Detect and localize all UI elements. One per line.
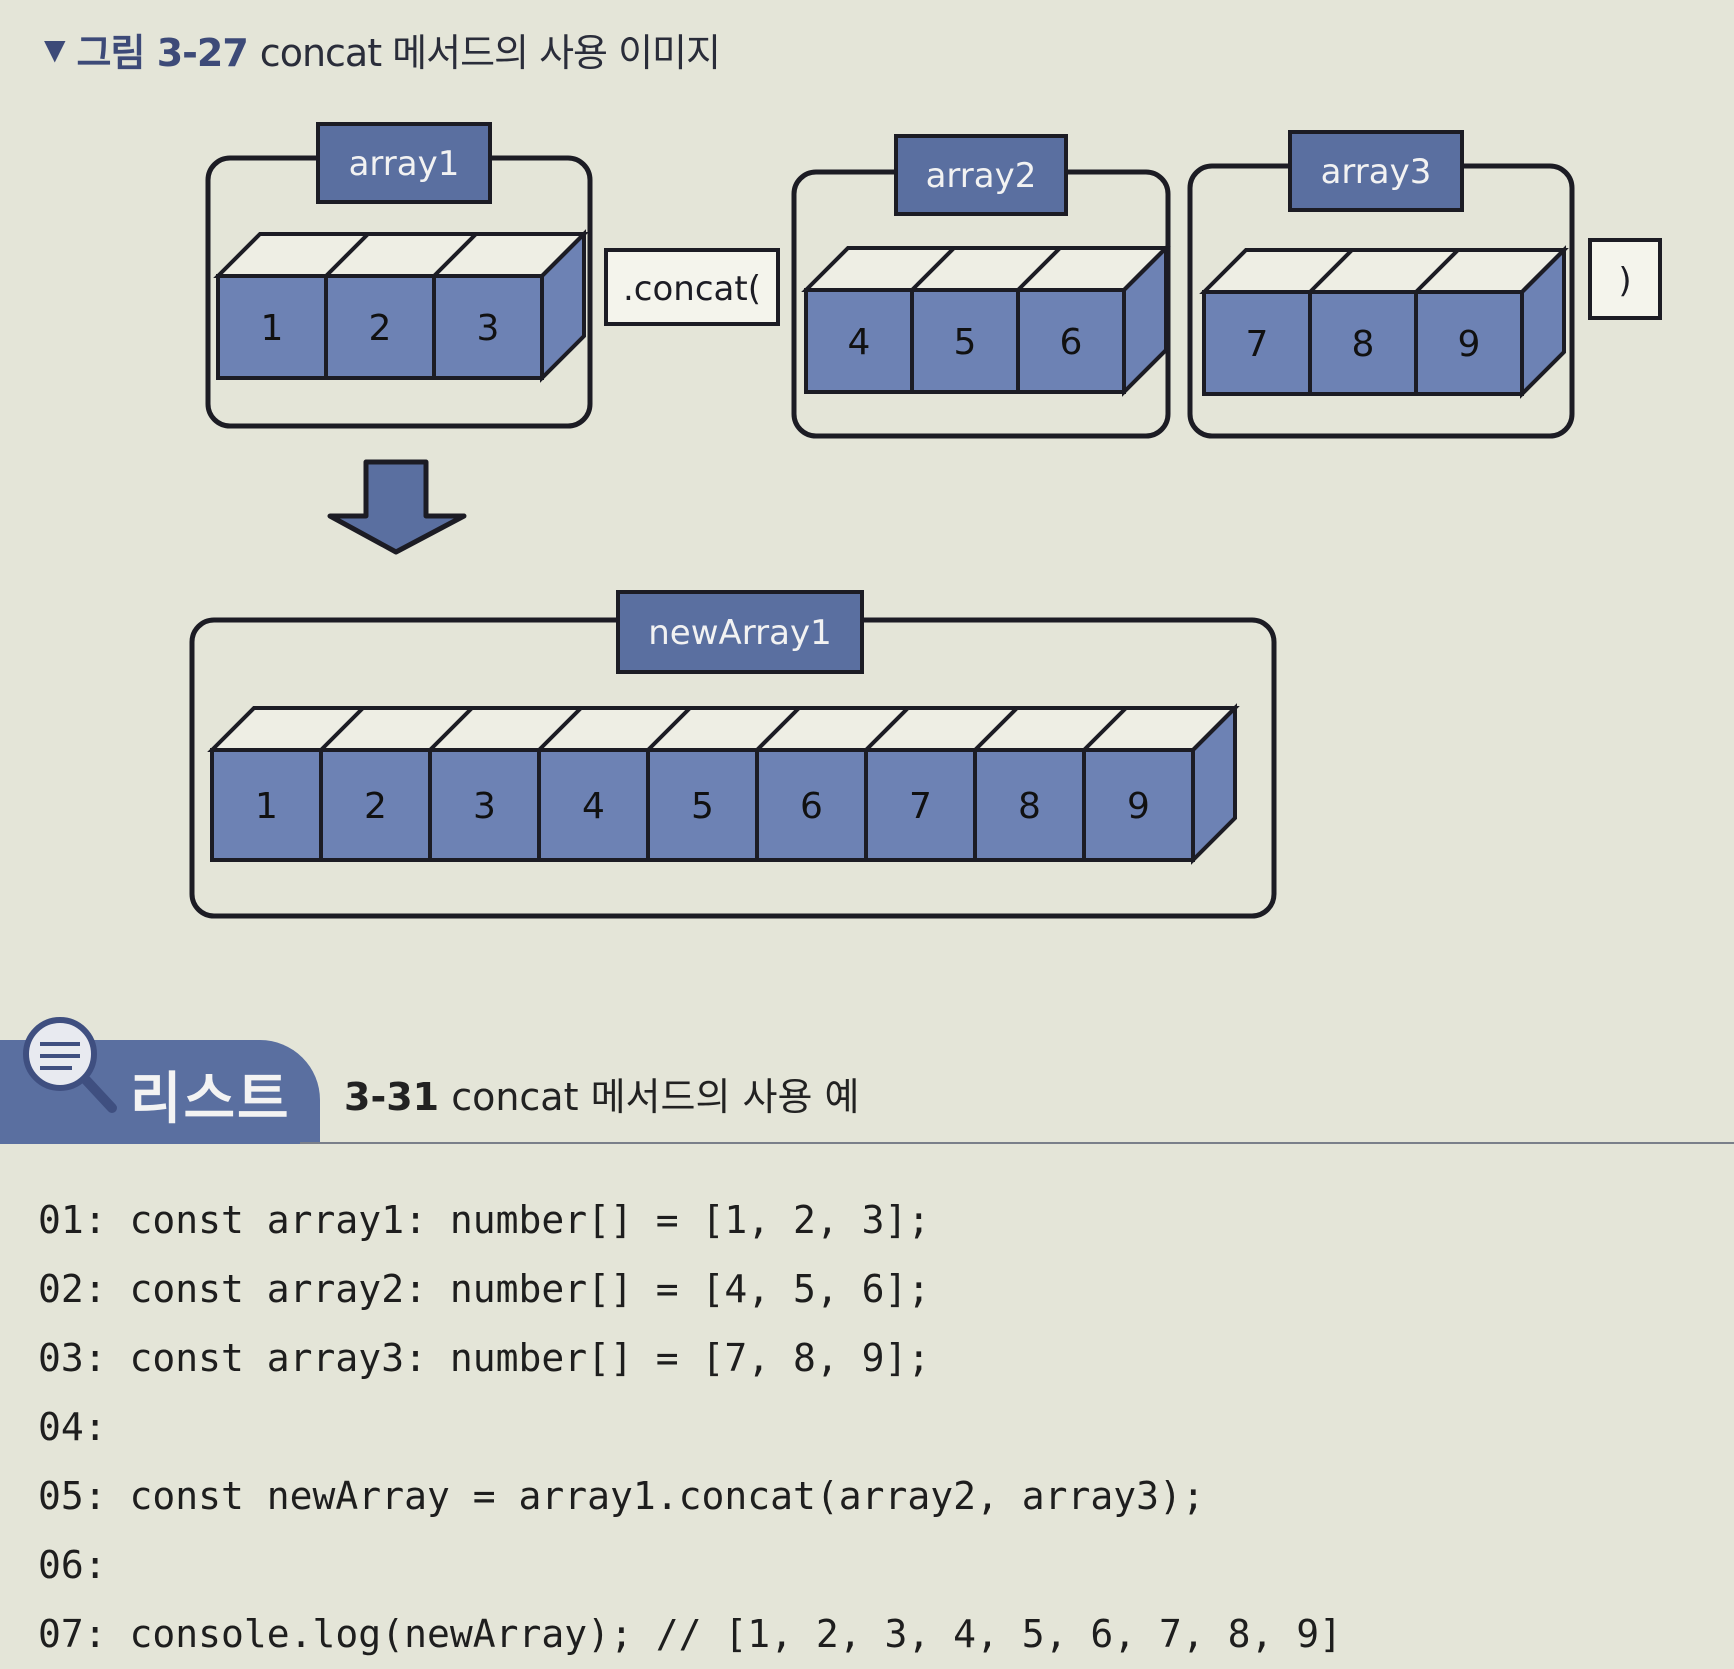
line-number: 03: — [38, 1336, 107, 1380]
concat-close-label: ) — [1618, 261, 1631, 301]
code-text: console.log(newArray); // [1, 2, 3, 4, 5… — [129, 1612, 1343, 1656]
array-cell-value: 7 — [909, 786, 932, 827]
cube-edge — [910, 246, 956, 292]
line-number: 07: — [38, 1612, 107, 1656]
listing-divider — [300, 1142, 1734, 1144]
code-text: const array3: number[] = [7, 8, 9]; — [129, 1336, 931, 1380]
array-cell-value: 1 — [261, 308, 284, 349]
cube-edge — [1191, 706, 1237, 752]
cube-edge — [324, 232, 370, 278]
array-cell-value: 5 — [691, 786, 714, 827]
figure-caption: ▼ 그림 3-27 concat 메서드의 사용 이미지 — [44, 22, 721, 77]
array-cell-value: 7 — [1246, 324, 1269, 365]
cube-edge — [1082, 706, 1128, 752]
cube-edge — [537, 706, 583, 752]
array-cell — [428, 748, 541, 862]
figure-number: 그림 3-27 — [76, 31, 249, 75]
code-block: 01: const array1: number[] = [1, 2, 3]; … — [38, 1186, 1342, 1669]
cube-edge — [755, 706, 801, 752]
array-name-label: array1 — [349, 144, 460, 184]
concat-close-box — [1588, 238, 1662, 320]
figure-title: concat 메서드의 사용 이미지 — [259, 31, 721, 75]
array-name-box — [316, 122, 492, 204]
array-cell — [319, 748, 432, 862]
cube-top-face — [207, 706, 1240, 752]
cube-edge — [1308, 248, 1354, 294]
magnifier-icon — [23, 1017, 117, 1113]
cube-top-face — [1199, 248, 1569, 294]
cube-edge — [973, 706, 1019, 752]
listing-title: 3-31 concat 메서드의 사용 예 — [344, 1066, 859, 1121]
array-name-box — [1288, 130, 1464, 212]
cube-edge — [1520, 248, 1566, 294]
listing-title-text: concat 메서드의 사용 예 — [451, 1075, 860, 1119]
array-cell — [1082, 748, 1195, 862]
array-cell-value: 8 — [1352, 324, 1375, 365]
array-cell — [210, 748, 323, 862]
code-line: 04: — [38, 1393, 1342, 1462]
array-name-box — [894, 134, 1068, 216]
array-cell-value: 5 — [954, 322, 977, 363]
array-cell — [1016, 288, 1126, 394]
array-cell-value: 9 — [1127, 786, 1150, 827]
array-name-box — [616, 590, 864, 674]
listing-header: 리스트 3-31 concat 메서드의 사용 예 — [0, 1010, 1734, 1144]
listing-tab-label: 리스트 — [130, 1067, 291, 1132]
cube-edge — [319, 706, 365, 752]
cube-top-face — [801, 246, 1171, 292]
listing-number: 3-31 — [344, 1075, 440, 1119]
cube-edge — [646, 706, 692, 752]
concat-open-label: .concat( — [623, 269, 761, 309]
code-text: const array2: number[] = [4, 5, 6]; — [129, 1267, 931, 1311]
down-arrow-icon — [327, 459, 467, 555]
cube-edge — [540, 232, 586, 278]
cube-edge — [428, 706, 474, 752]
array-name-label: array3 — [1321, 152, 1432, 192]
array-cell — [804, 288, 914, 394]
array-cell-value: 1 — [255, 786, 278, 827]
array-cell-value: 2 — [369, 308, 392, 349]
array-cell — [537, 748, 650, 862]
array-name-label: newArray1 — [648, 613, 831, 653]
array-cell-value: 4 — [582, 786, 605, 827]
code-text: const array1: number[] = [1, 2, 3]; — [129, 1198, 931, 1242]
array-name-label: array2 — [926, 156, 1037, 196]
concat-diagram: 1 2 3 array1 4 5 6 array2 7 8 9 array3 1 2 3 4 5 6 7 8 9 new… — [189, 122, 1662, 919]
code-line: 02: const array2: number[] = [4, 5, 6]; — [38, 1255, 1342, 1324]
line-number: 04: — [38, 1405, 107, 1449]
array-cell-value: 6 — [800, 786, 823, 827]
array-cell — [432, 274, 544, 380]
cube-edge — [1122, 246, 1168, 292]
caption-triangle-icon: ▼ — [44, 33, 66, 66]
array-cell-value: 3 — [473, 786, 496, 827]
array-cell — [646, 748, 759, 862]
array-cell-value: 6 — [1060, 322, 1083, 363]
code-line: 03: const array3: number[] = [7, 8, 9]; — [38, 1324, 1342, 1393]
code-line: 05: const newArray = array1.concat(array… — [38, 1462, 1342, 1531]
array-cell-value: 2 — [364, 786, 387, 827]
concat-open-box — [604, 248, 780, 326]
array-cell-value: 8 — [1018, 786, 1041, 827]
line-number: 05: — [38, 1474, 107, 1518]
code-line: 06: — [38, 1531, 1342, 1600]
array-cell-value: 9 — [1458, 324, 1481, 365]
line-number: 01: — [38, 1198, 107, 1242]
array-cell-value: 4 — [848, 322, 871, 363]
line-number: 02: — [38, 1267, 107, 1311]
code-line: 07: console.log(newArray); // [1, 2, 3, … — [38, 1600, 1342, 1669]
cube-top-face — [213, 232, 589, 278]
cube-edge — [432, 232, 478, 278]
cube-edge — [1016, 246, 1062, 292]
array-cell — [1414, 290, 1524, 396]
line-number: 06: — [38, 1543, 107, 1587]
array-cell-value: 3 — [477, 308, 500, 349]
code-text: const newArray = array1.concat(array2, a… — [129, 1474, 1205, 1518]
array-cell — [216, 274, 328, 380]
cube-edge — [864, 706, 910, 752]
array-cell — [973, 748, 1086, 862]
cube-edge — [1414, 248, 1460, 294]
code-line: 01: const array1: number[] = [1, 2, 3]; — [38, 1186, 1342, 1255]
